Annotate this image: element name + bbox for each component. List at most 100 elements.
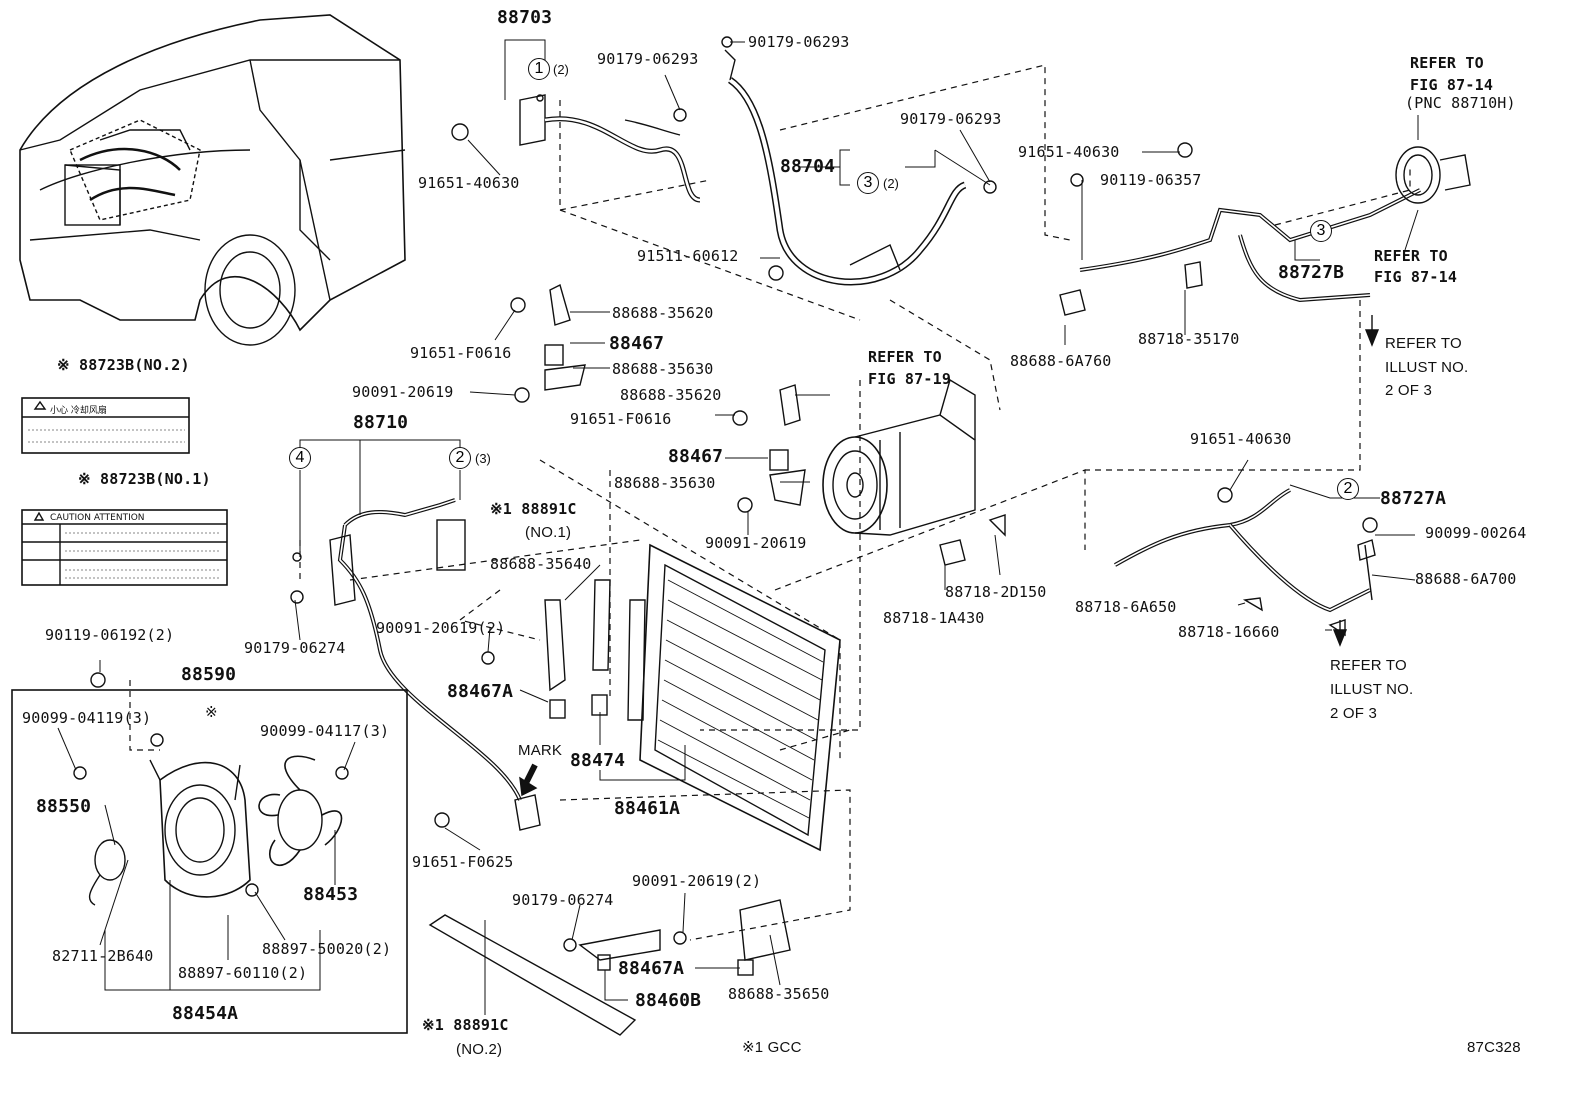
part-88688-35630[interactable]: 88688-35630 bbox=[614, 474, 716, 492]
part-88718-6a650[interactable]: 88718-6A650 bbox=[1075, 598, 1177, 616]
part-88688-35640[interactable]: 88688-35640 bbox=[490, 555, 592, 573]
part-88688-6a700[interactable]: 88688-6A700 bbox=[1415, 570, 1517, 588]
part-88688-6a760[interactable]: 88688-6A760 bbox=[1010, 352, 1112, 370]
part-88590[interactable]: 88590 bbox=[181, 664, 237, 685]
part-88453[interactable]: 88453 bbox=[303, 884, 359, 905]
part-90119-06357[interactable]: 90119-06357 bbox=[1100, 171, 1202, 189]
part-88718-2d150[interactable]: 88718-2D150 bbox=[945, 583, 1047, 601]
callout-3: 3 bbox=[857, 172, 879, 194]
part-88718-35170[interactable]: 88718-35170 bbox=[1138, 330, 1240, 348]
part-91651-f0616[interactable]: 91651-F0616 bbox=[570, 410, 672, 428]
part-88688-35650[interactable]: 88688-35650 bbox=[728, 985, 830, 1003]
part-88727a[interactable]: 88727A bbox=[1380, 488, 1447, 509]
part-88891c-no1-sub: (NO.1) bbox=[525, 524, 572, 541]
callout-3: 3 bbox=[1310, 220, 1332, 242]
part-90091-20619-2[interactable]: 90091-20619(2) bbox=[632, 872, 762, 890]
part-88688-35630[interactable]: 88688-35630 bbox=[612, 360, 714, 378]
label-88723b-no2[interactable]: ※ 88723B(NO.2) bbox=[57, 356, 190, 374]
part-90179-06293[interactable]: 90179-06293 bbox=[597, 50, 699, 68]
part-90091-20619[interactable]: 90091-20619 bbox=[352, 383, 454, 401]
part-90099-04117[interactable]: 90099-04117(3) bbox=[260, 722, 390, 740]
pipe-88703 bbox=[519, 94, 701, 203]
refer-illust-line1: REFER TO bbox=[1385, 335, 1462, 352]
fan-blade bbox=[258, 755, 343, 866]
part-82711-2b640[interactable]: 82711-2B640 bbox=[52, 947, 154, 965]
part-88688-35620[interactable]: 88688-35620 bbox=[620, 386, 722, 404]
part-90119-06192[interactable]: 90119-06192(2) bbox=[45, 626, 175, 644]
part-88454a[interactable]: 88454A bbox=[172, 1003, 239, 1024]
leader-lines bbox=[57, 39, 1419, 1015]
qty-3: (3) bbox=[475, 451, 491, 466]
dashed-guides bbox=[129, 64, 1411, 941]
fan-shroud bbox=[149, 759, 251, 898]
part-88704[interactable]: 88704 bbox=[780, 156, 836, 177]
part-88467a[interactable]: 88467A bbox=[447, 681, 514, 702]
vehicle-sketch bbox=[19, 14, 406, 346]
part-91651-40630[interactable]: 91651-40630 bbox=[418, 174, 520, 192]
mark-label: MARK bbox=[518, 742, 563, 759]
callout-2: 2 bbox=[449, 447, 471, 469]
label-no1-text: CAUTION ATTENTION bbox=[50, 513, 145, 523]
refer-illust2-line3: 2 OF 3 bbox=[1330, 705, 1378, 722]
fasteners bbox=[73, 36, 1378, 952]
part-88710[interactable]: 88710 bbox=[353, 412, 409, 433]
fan-motor bbox=[88, 839, 126, 906]
part-88461a[interactable]: 88461A bbox=[614, 798, 681, 819]
seal-88891c-no2 bbox=[428, 914, 637, 1036]
part-90179-06293[interactable]: 90179-06293 bbox=[748, 33, 850, 51]
fan-group-box bbox=[11, 689, 408, 1034]
part-88727b[interactable]: 88727B bbox=[1278, 262, 1345, 283]
part-88897-50020[interactable]: 88897-50020(2) bbox=[262, 940, 392, 958]
part-88891c-no2[interactable]: ※1 88891C bbox=[422, 1016, 509, 1034]
hose-88704 bbox=[724, 49, 967, 286]
part-91651-f0625[interactable]: 91651-F0625 bbox=[412, 853, 514, 871]
refer-fig-87-19-line2: FIG 87-19 bbox=[868, 370, 952, 388]
part-88467[interactable]: 88467 bbox=[609, 333, 665, 354]
label-88723b-no1[interactable]: ※ 88723B(NO.1) bbox=[78, 470, 211, 488]
figure-code: 87C328 bbox=[1467, 1039, 1521, 1056]
part-90099-04119[interactable]: 90099-04119(3) bbox=[22, 709, 152, 727]
small-parts bbox=[544, 261, 1376, 976]
refer-illust2-line1: REFER TO bbox=[1330, 657, 1407, 674]
callout-4: 4 bbox=[289, 447, 311, 469]
part-91511-60612[interactable]: 91511-60612 bbox=[637, 247, 739, 265]
refer-illust-line3: 2 OF 3 bbox=[1385, 382, 1433, 399]
part-88897-60110[interactable]: 88897-60110(2) bbox=[178, 964, 308, 982]
part-88703[interactable]: 88703 bbox=[497, 7, 553, 28]
refer-arrows bbox=[519, 315, 1380, 797]
part-90179-06293[interactable]: 90179-06293 bbox=[900, 110, 1002, 128]
part-90091-20619[interactable]: 90091-20619 bbox=[705, 534, 807, 552]
part-88460b[interactable]: 88460B bbox=[635, 990, 702, 1011]
part-91651-40630[interactable]: 91651-40630 bbox=[1190, 430, 1292, 448]
part-88550[interactable]: 88550 bbox=[36, 796, 92, 817]
refer-fig-87-14-line2: FIG 87-14 bbox=[1410, 76, 1494, 94]
part-88474[interactable]: 88474 bbox=[570, 750, 626, 771]
part-88467[interactable]: 88467 bbox=[668, 446, 724, 467]
part-90179-06274[interactable]: 90179-06274 bbox=[512, 891, 614, 909]
refer-fig-87-14b-line2: FIG 87-14 bbox=[1374, 268, 1458, 286]
part-88718-1a430[interactable]: 88718-1A430 bbox=[883, 609, 985, 627]
part-88718-16660[interactable]: 88718-16660 bbox=[1178, 623, 1280, 641]
part-88467a[interactable]: 88467A bbox=[618, 958, 685, 979]
part-90099-00264[interactable]: 90099-00264 bbox=[1425, 524, 1527, 542]
part-90179-06274[interactable]: 90179-06274 bbox=[244, 639, 346, 657]
part-91651-f0616[interactable]: 91651-F0616 bbox=[410, 344, 512, 362]
refer-fig-87-14b-line1: REFER TO bbox=[1374, 247, 1448, 265]
pipe-88710 bbox=[329, 498, 541, 831]
refer-fig-87-19-line1: REFER TO bbox=[868, 348, 942, 366]
part-88688-35620[interactable]: 88688-35620 bbox=[612, 304, 714, 322]
qty-2: (2) bbox=[553, 62, 569, 77]
qty-2: (2) bbox=[883, 176, 899, 191]
footnote-gcc: ※1 GCC bbox=[742, 1039, 802, 1056]
compressor bbox=[822, 378, 976, 536]
refer-fig-87-14-line1: REFER TO bbox=[1410, 54, 1484, 72]
part-88891c-no1[interactable]: ※1 88891C bbox=[490, 500, 577, 518]
part-91651-40630[interactable]: 91651-40630 bbox=[1018, 143, 1120, 161]
refer-illust2-line2: ILLUST NO. bbox=[1330, 681, 1414, 698]
pipe-88727a bbox=[1114, 488, 1373, 613]
part-90091-20619-2[interactable]: 90091-20619(2) bbox=[376, 619, 506, 637]
seal-88891c-no1 bbox=[436, 519, 466, 571]
condenser bbox=[592, 543, 841, 852]
part-88891c-no2-sub: (NO.2) bbox=[456, 1041, 503, 1058]
